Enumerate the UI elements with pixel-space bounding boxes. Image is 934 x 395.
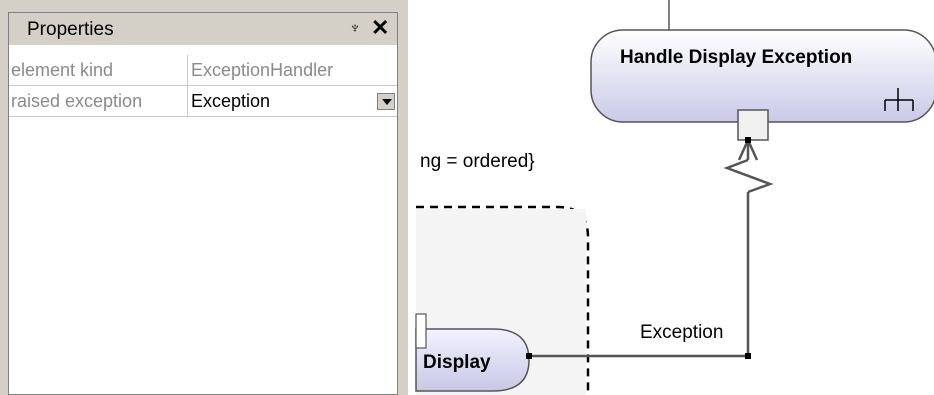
- property-key: element kind: [9, 55, 188, 86]
- property-value[interactable]: Exception: [191, 91, 271, 111]
- guard-text: ng = ordered}: [420, 151, 535, 172]
- interruptible-region-border[interactable]: [416, 205, 590, 395]
- properties-panel: Properties ♆ ✕ element kind ExceptionHan…: [0, 0, 404, 395]
- property-value: ExceptionHandler: [191, 60, 334, 80]
- edge-bend-point: [745, 353, 751, 359]
- property-key: raised exception: [9, 86, 188, 117]
- lightning-bolt-icon: [723, 158, 774, 194]
- display-pin[interactable]: [415, 313, 427, 349]
- handle-display-exception-action[interactable]: [590, 29, 934, 123]
- handler-action-label: Handle Display Exception: [620, 47, 853, 68]
- display-action[interactable]: [415, 328, 530, 392]
- edge-endpoint: [526, 353, 532, 359]
- properties-panel-border: [8, 12, 398, 395]
- dropdown-arrow-button[interactable]: [377, 93, 395, 110]
- rake-icon: [884, 88, 914, 111]
- edge-endpoint: [745, 137, 751, 143]
- property-row-element-kind[interactable]: element kind ExceptionHandler: [9, 55, 397, 86]
- activity-diagram: [415, 0, 934, 395]
- edge-label: Exception: [640, 322, 724, 343]
- panel-title: Properties: [27, 19, 114, 40]
- protected-action-label: Display: [423, 352, 491, 373]
- pin-icon[interactable]: ♆: [349, 20, 361, 37]
- diagram-canvas[interactable]: [404, 0, 934, 395]
- properties-titlebar: Properties ♆ ✕: [9, 13, 397, 45]
- close-icon[interactable]: ✕: [371, 15, 390, 40]
- property-row-raised-exception[interactable]: raised exception Exception: [9, 86, 397, 117]
- exception-input-pin[interactable]: [737, 109, 769, 141]
